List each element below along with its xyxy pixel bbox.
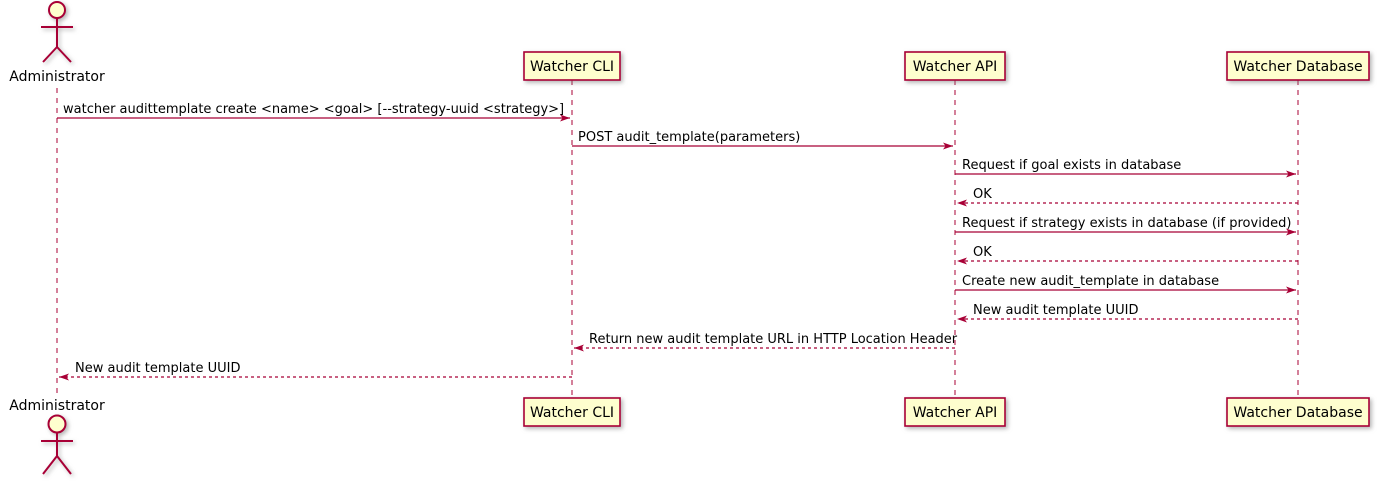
message-label: watcher audittemplate create <name> <goa… (63, 102, 564, 117)
message-create-in-database: Create new audit_template in database (955, 274, 1296, 294)
participant-watcher-cli-bottom: Watcher CLI (523, 397, 621, 427)
participant-watcher-cli-top: Watcher CLI (523, 51, 621, 81)
message-post-audit-template: POST audit_template(parameters) (572, 130, 953, 150)
participant-label: Watcher CLI (530, 405, 614, 421)
participant-watcher-database-bottom: Watcher Database (1226, 397, 1370, 427)
actor-label-bottom: Administrator (9, 398, 105, 414)
message-ok-strategy: OK (957, 245, 1298, 265)
message-label: New audit template UUID (973, 303, 1138, 318)
actor-head-icon (47, 414, 67, 434)
message-request-strategy-exists: Request if strategy exists in database (… (955, 216, 1296, 236)
message-ok-goal: OK (957, 187, 1298, 207)
actor-administrator-bottom (41, 414, 73, 475)
message-label: Request if goal exists in database (962, 158, 1181, 173)
participant-label: Watcher Database (1233, 405, 1362, 421)
participant-label: Watcher API (913, 59, 998, 75)
message-label: Request if strategy exists in database (… (962, 216, 1291, 231)
participant-label: Watcher Database (1233, 59, 1362, 75)
participant-watcher-database-top: Watcher Database (1226, 51, 1370, 81)
actor-leg-right (56, 46, 72, 63)
actor-leg-left (42, 46, 58, 63)
actor-leg-right (56, 455, 72, 475)
participant-watcher-api-top: Watcher API (904, 51, 1006, 81)
message-label: POST audit_template(parameters) (578, 130, 800, 145)
message-new-uuid-from-db: New audit template UUID (957, 303, 1298, 323)
participant-watcher-api-bottom: Watcher API (904, 397, 1006, 427)
actor-head-icon (48, 1, 66, 19)
message-request-goal-exists: Request if goal exists in database (955, 158, 1296, 178)
actor-administrator-top (41, 1, 73, 63)
participant-label: Watcher API (913, 405, 998, 421)
message-label: New audit template UUID (75, 361, 240, 376)
message-new-uuid-to-admin: New audit template UUID (59, 361, 572, 381)
message-return-url-location-header: Return new audit template URL in HTTP Lo… (574, 332, 958, 352)
message-label: Return new audit template URL in HTTP Lo… (589, 332, 958, 347)
actor-label-top: Administrator (9, 69, 105, 85)
message-label: OK (973, 187, 992, 202)
participant-label: Watcher CLI (530, 59, 614, 75)
message-label: Create new audit_template in database (962, 274, 1219, 289)
actor-leg-left (42, 455, 58, 475)
message-label: OK (973, 245, 992, 260)
message-create-audittemplate: watcher audittemplate create <name> <goa… (57, 102, 570, 122)
